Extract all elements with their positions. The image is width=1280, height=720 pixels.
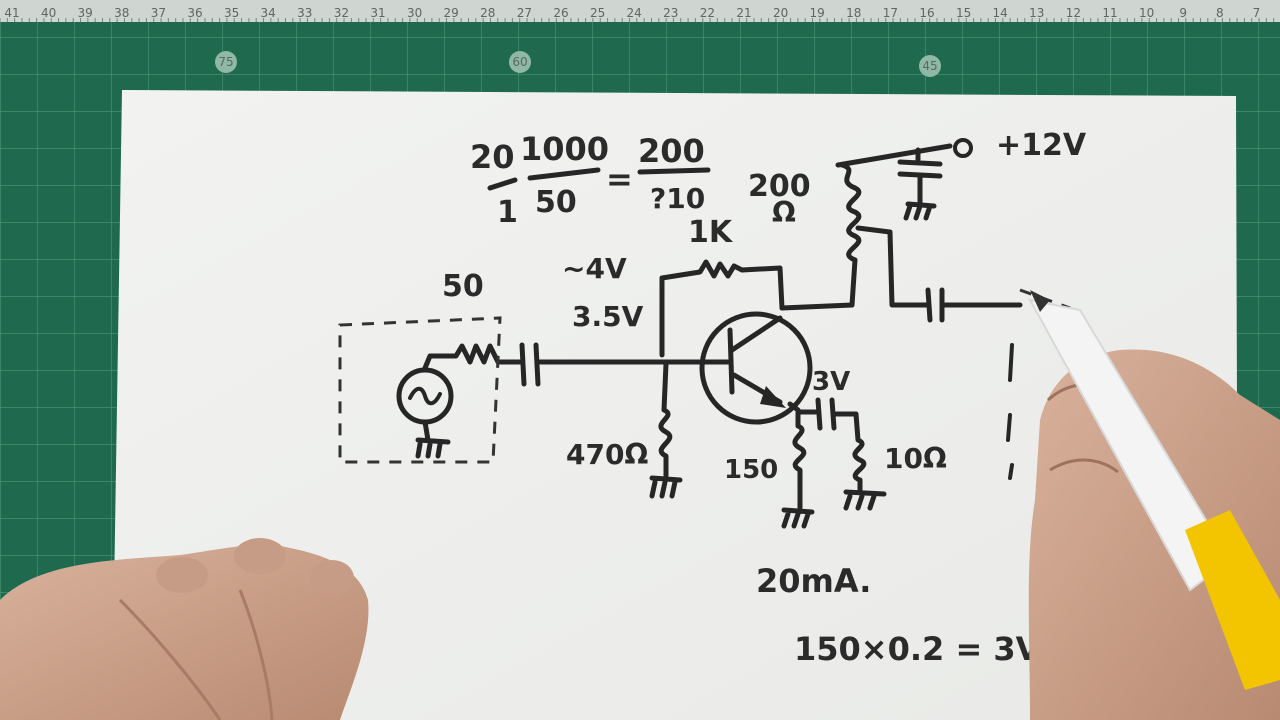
note-calc: 150×0.2 = 3V — [794, 630, 1041, 668]
ruler-number: 11 — [1102, 6, 1117, 20]
ruler-number: 12 — [1066, 6, 1081, 20]
mat-marker-label: 75 — [218, 55, 233, 69]
marker-pen — [1028, 290, 1280, 690]
left-hand — [0, 538, 369, 720]
ruler-number: 20 — [773, 6, 788, 20]
ruler-number: 17 — [883, 6, 898, 20]
ruler-number: 29 — [444, 6, 459, 20]
ruler-number: 10 — [1139, 6, 1154, 20]
ruler-strip: 41 40 39 38 37 36 35 34 33 32 31 30 29 28 27 26 25 24 23 22… — [0, 0, 1280, 22]
note-fraction-bottom-left: 1 — [497, 195, 518, 230]
ruler-number: 24 — [627, 6, 642, 20]
ruler-number: 28 — [480, 6, 495, 20]
mat-marker-label: 45 — [922, 59, 937, 73]
ruler-number: 40 — [41, 6, 56, 20]
ruler-number: 9 — [1179, 6, 1187, 20]
ruler-number: 19 — [810, 6, 825, 20]
ruler-number: 41 — [4, 6, 19, 20]
mat-markers: 75 60 45 — [215, 51, 941, 77]
note-base-v1: ~4V — [562, 252, 627, 285]
note-collector-res: 200 — [748, 169, 811, 204]
ruler-number: 34 — [261, 6, 276, 20]
ruler-number: 13 — [1029, 6, 1044, 20]
ruler-number: 30 — [407, 6, 422, 20]
note-bypass-res: 10Ω — [884, 442, 947, 475]
note-emitter-v: 3V — [812, 367, 850, 397]
ruler-number: 16 — [919, 6, 934, 20]
note-feedback-res: 1K — [688, 215, 734, 250]
note-fraction-bottom-mid: 50 — [535, 185, 577, 220]
note-base-v2: 3.5V — [572, 300, 644, 333]
note-equals: = — [606, 160, 633, 198]
ruler-number: 14 — [993, 6, 1008, 20]
note-collector-res-unit: Ω — [772, 196, 796, 229]
ruler-number: 8 — [1216, 6, 1224, 20]
ruler-number: 39 — [78, 6, 93, 20]
ruler-number: 37 — [151, 6, 166, 20]
ruler-number: 18 — [846, 6, 861, 20]
ruler-number: 22 — [700, 6, 715, 20]
note-fraction-top-mid: 1000 — [520, 130, 609, 168]
ruler-number: 36 — [187, 6, 202, 20]
note-supply: +12V — [996, 128, 1087, 163]
ruler-number: 27 — [517, 6, 532, 20]
note-fraction-top-left: 20 — [470, 138, 515, 176]
ruler-number: 26 — [553, 6, 568, 20]
ruler-number: 23 — [663, 6, 678, 20]
paper-sheet — [112, 90, 1238, 720]
transistor-symbol — [699, 311, 813, 425]
note-fraction-right-bottom: ?10 — [650, 182, 705, 215]
note-emitter-res: 150 — [724, 455, 778, 485]
note-source-res: 50 — [442, 269, 484, 304]
note-base-res: 470Ω — [566, 438, 648, 471]
ruler-number: 35 — [224, 6, 239, 20]
ruler-number: 33 — [297, 6, 312, 20]
note-fraction-right-top: 200 — [638, 132, 705, 170]
ruler-number: 31 — [370, 6, 385, 20]
schematic: 20 1000 1 50 = 200 ?10 1K 200 Ω +12V — [338, 128, 1087, 668]
ruler-number: 15 — [956, 6, 971, 20]
ruler-number: 21 — [736, 6, 751, 20]
ruler-number: 25 — [590, 6, 605, 20]
ruler-number: 7 — [1253, 6, 1261, 20]
mat-marker-label: 60 — [512, 55, 527, 69]
ruler-number: 38 — [114, 6, 129, 20]
ruler-number: 32 — [334, 6, 349, 20]
note-current: 20mA. — [756, 562, 871, 600]
